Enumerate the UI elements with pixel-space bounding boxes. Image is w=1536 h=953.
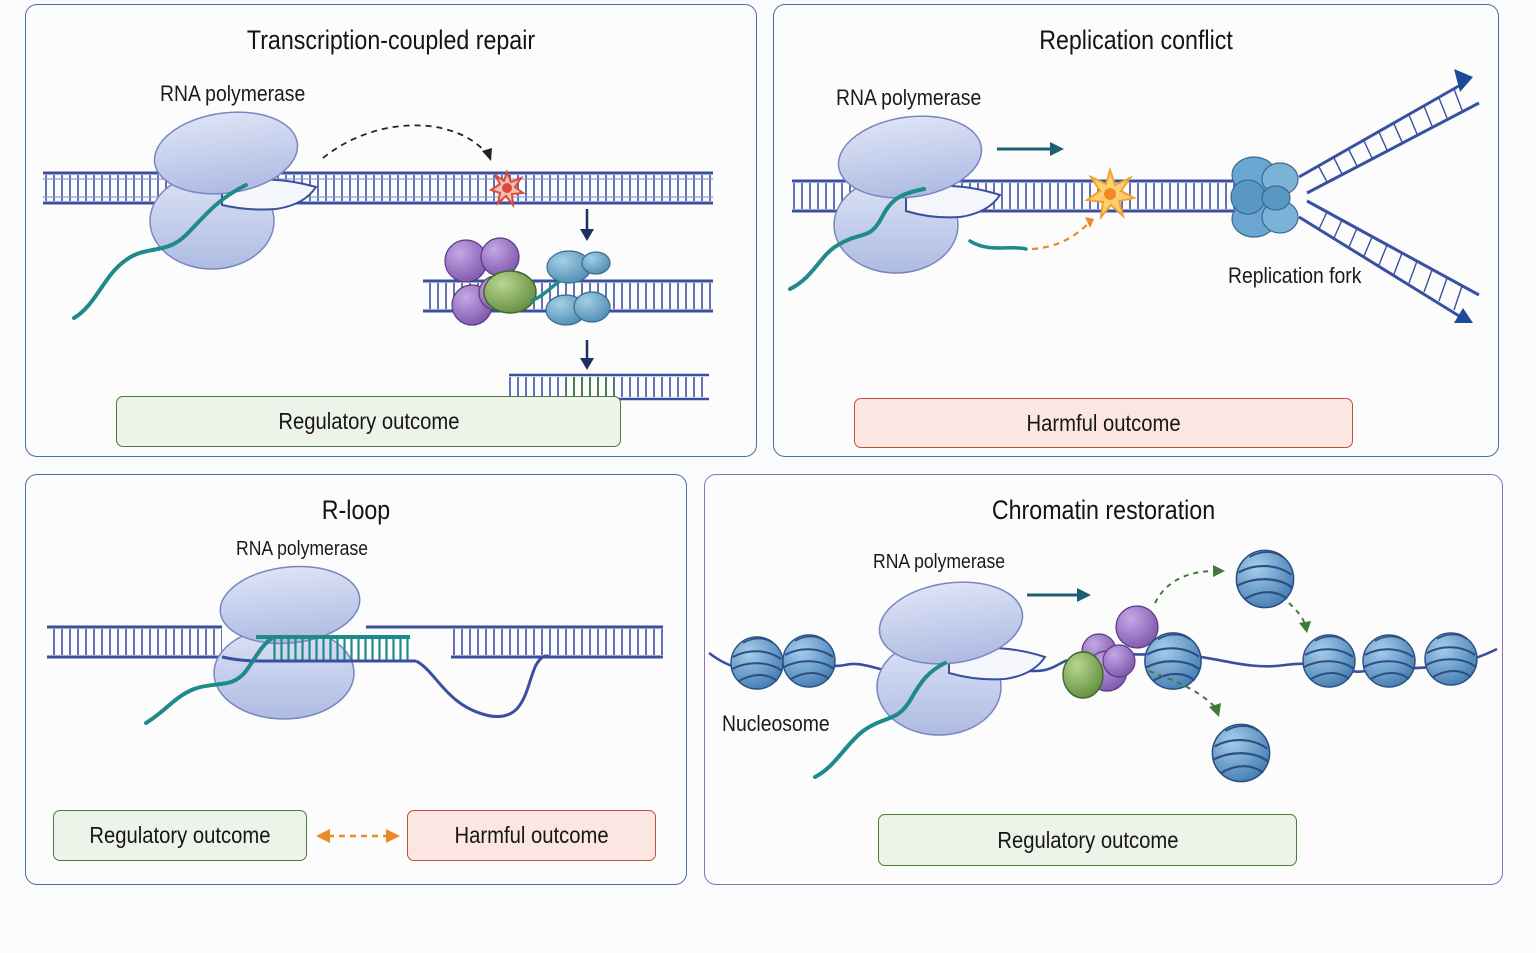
nucleosome (1143, 631, 1203, 691)
regulatory-outcome-badge: Regulatory outcome (116, 396, 621, 447)
rna-polymerase (833, 115, 1002, 274)
dna-damage-icon (488, 169, 526, 209)
nucleosome (1235, 549, 1295, 609)
rna-transcript (144, 637, 273, 725)
panel-title: Transcription-coupled repair (246, 25, 536, 55)
arrow-icon (580, 209, 594, 370)
panel-transcription-coupled-repair: Transcription-coupled repair RNA polymer… (25, 4, 757, 457)
arrow-icon (1027, 588, 1091, 602)
nucleosome (1211, 723, 1271, 783)
polymerase-label: RNA polymerase (873, 551, 1006, 573)
rna-dna-hybrid (256, 635, 416, 663)
chromatin-remodeler (1062, 605, 1159, 699)
polymerase-label: RNA polymerase (160, 81, 306, 106)
repair-complex (444, 237, 611, 326)
regulatory-outcome-badge: Regulatory outcome (53, 810, 307, 861)
arrow-icon (1148, 570, 1306, 708)
rna-transcript (813, 661, 947, 779)
displaced-strand (415, 654, 551, 719)
polymerase-label: RNA polymerase (236, 538, 369, 560)
r-loop-illustration (47, 565, 663, 843)
repaired-dna (509, 373, 709, 401)
bidirectional-arrow-icon (316, 829, 400, 843)
arrow-icon (997, 142, 1064, 156)
replication-illustration (788, 69, 1480, 323)
replisome (1230, 156, 1299, 238)
rna-transcript (72, 183, 248, 320)
nucleosome-label: Nucleosome (722, 711, 830, 736)
tcr-illustration (43, 111, 713, 401)
clash-star-icon (1084, 166, 1137, 221)
panel-replication-conflict: Replication conflict RNA polymerase Repl… (773, 4, 1499, 457)
replication-fork (1298, 69, 1480, 323)
panel-title: Chromatin restoration (991, 495, 1216, 525)
harmful-outcome-badge: Harmful outcome (854, 398, 1353, 448)
rna-transcript (788, 187, 926, 291)
replication-fork-label: Replication fork (1228, 263, 1362, 288)
panel-chromatin-restoration: Chromatin restoration RNA polymerase Nuc… (704, 474, 1503, 885)
harmful-outcome-badge: Harmful outcome (407, 810, 656, 861)
chromatin-illustration (708, 549, 1498, 783)
polymerase-label: RNA polymerase (836, 85, 982, 110)
nucleosome (1302, 632, 1478, 688)
rna-polymerase (876, 581, 1047, 736)
dna-duplex (47, 625, 663, 659)
dna-duplex (43, 171, 713, 205)
panel-title: R-loop (321, 495, 391, 525)
panel-title: Replication conflict (1039, 25, 1233, 55)
regulatory-outcome-badge: Regulatory outcome (878, 814, 1297, 866)
nucleosome (730, 634, 836, 690)
panel-r-loop: R-loop RNA polymerase (25, 474, 687, 885)
